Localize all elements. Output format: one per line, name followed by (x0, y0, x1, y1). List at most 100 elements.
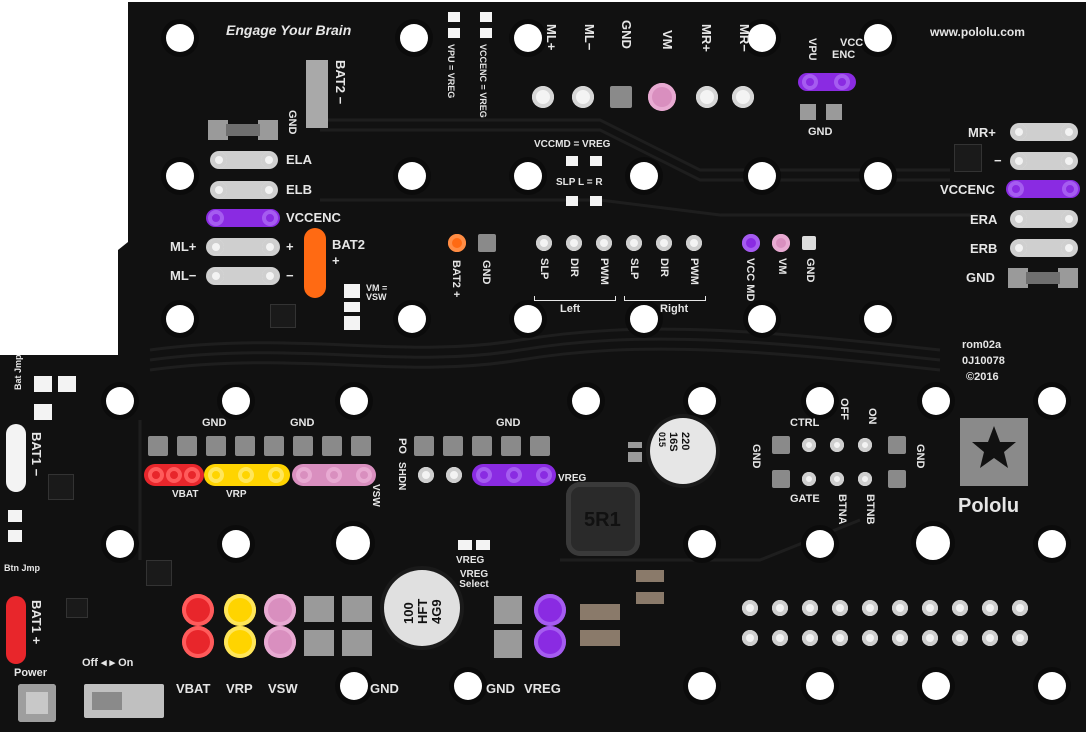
smd-bat2-pad (306, 60, 328, 128)
ic-chip (146, 560, 172, 586)
pad-pwm-right (686, 235, 702, 251)
mount-hole (688, 530, 716, 558)
label-enc: ENC (832, 49, 856, 61)
smd-jumper (480, 12, 492, 22)
header-gnd-pad (501, 436, 521, 456)
mount-hole (864, 162, 892, 190)
header-gnd-pad (351, 436, 371, 456)
mount-hole (748, 24, 776, 52)
smd-gnd-large (342, 630, 372, 656)
label-vcc-md: VCC MD (744, 258, 756, 302)
label-vsw: VSW (268, 681, 298, 696)
pad-mr-minus-a (1011, 153, 1027, 169)
label-vreg: VREG (524, 681, 561, 696)
power-switch-handle[interactable] (92, 692, 122, 710)
pad-vccenc-left-a (208, 210, 224, 226)
ic-chip (66, 598, 88, 618)
pad-vm-driver (772, 234, 790, 252)
header-vbat-pad (148, 467, 164, 483)
bottom-header-pad (892, 600, 908, 616)
label-vccmd-vreg: VCCMD = VREG (534, 139, 611, 150)
pad-vreg-large (534, 626, 566, 658)
pad-gnd-driver (478, 234, 496, 252)
label-shdn: SHDN (396, 462, 407, 491)
smd-bat-jmp (34, 376, 52, 392)
pad-vsw-large (264, 594, 296, 626)
pad-ml-plus-b (262, 239, 278, 255)
label-ml-plus: ML+ (544, 24, 559, 51)
label-btn-jmp: Btn Jmp (4, 563, 40, 573)
mount-hole (336, 526, 370, 560)
pad-mr-plus-a (1011, 124, 1027, 140)
pad-ml-minus-a (208, 268, 224, 284)
bottom-header-pad (862, 600, 878, 616)
label-era: ERA (970, 212, 998, 227)
header-gnd-pad (530, 436, 550, 456)
pad-bat1-minus (6, 424, 26, 492)
bottom-header-pad (982, 600, 998, 616)
cap-large-line-3: 4G9 (429, 599, 444, 624)
label-vccenc-right: VCCENC (940, 182, 995, 197)
label-ml-plus-left: ML+ (170, 239, 197, 254)
mount-hole (398, 162, 426, 190)
label-bat1-minus: BAT1 − (29, 432, 44, 477)
label-pwm-right: PWM (688, 258, 700, 285)
bottom-header-pad (922, 600, 938, 616)
label-gnd-h2: GND (290, 417, 315, 429)
mount-hole (572, 387, 600, 415)
smd-vm-vsw (344, 284, 360, 298)
header-gnd-pad (264, 436, 284, 456)
mount-hole (748, 305, 776, 333)
ic-chip (48, 474, 74, 500)
mount-hole (106, 530, 134, 558)
mount-hole (748, 162, 776, 190)
pad-gnd-md (802, 236, 816, 250)
smd-component (636, 592, 664, 604)
label-ctrl: CTRL (790, 417, 820, 429)
mount-hole (1038, 387, 1066, 415)
mount-hole (106, 387, 134, 415)
header-gnd-pad (293, 436, 313, 456)
mount-hole (688, 672, 716, 700)
power-switch[interactable] (84, 684, 164, 718)
pad-erb-b (1061, 240, 1077, 256)
smd-component (580, 604, 620, 620)
smd-gnd-pad (1058, 268, 1078, 288)
bottom-header-pad (862, 630, 878, 646)
ctrl-pad (888, 436, 906, 454)
label-bat2-minus: BAT2 − (333, 60, 348, 105)
cap-small-line-3: 015 (657, 432, 667, 448)
mount-hole (864, 305, 892, 333)
power-button[interactable] (18, 684, 56, 722)
pad-row-ml-minus (206, 267, 280, 285)
pad-elb-a (211, 182, 227, 198)
label-vcc: VCC (840, 37, 864, 49)
mount-hole (222, 530, 250, 558)
header-vrp-pad (208, 467, 224, 483)
bottom-header-pad (772, 600, 788, 616)
mount-hole (454, 672, 482, 700)
pad-bat2-orange (304, 228, 326, 298)
label-vsw-small: VSW (370, 484, 381, 507)
pad-vccenc-top (834, 74, 850, 90)
ctrl-pad (772, 436, 790, 454)
mount-hole (166, 24, 194, 52)
label-gnd-ctrl-left: GND (750, 444, 762, 469)
smd-jumper (566, 196, 578, 206)
cap-large-line-1: 100 (401, 602, 416, 624)
mount-hole (922, 387, 950, 415)
pad-vreg-large (534, 594, 566, 626)
label-vreg-small: VREG (558, 473, 587, 484)
pad-slp-left (536, 235, 552, 251)
ctrl-pad (830, 438, 844, 452)
pad-erb-a (1011, 240, 1027, 256)
header-vbat-pad (166, 467, 182, 483)
smd-gnd-large (304, 630, 334, 656)
pad-elb-b (261, 182, 277, 198)
bracket-left (534, 296, 616, 301)
smd-pad (628, 442, 642, 448)
smd-vreg-select (458, 540, 472, 550)
pad-mr-minus-b (1061, 153, 1077, 169)
header-vreg-pad (536, 467, 552, 483)
